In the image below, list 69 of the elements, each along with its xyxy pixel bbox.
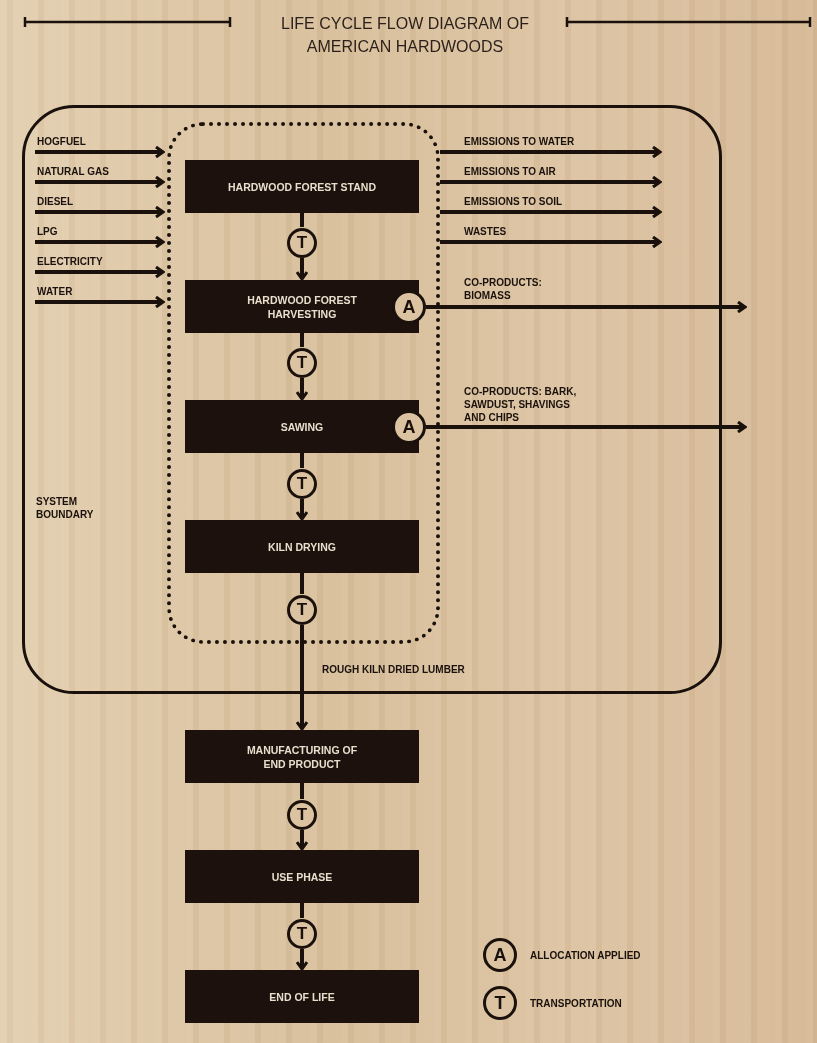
system-boundary <box>22 105 722 694</box>
arrow <box>35 175 165 189</box>
symbol-letter: T <box>296 234 308 252</box>
process-box <box>185 520 419 573</box>
arrow <box>35 205 165 219</box>
edge-label: DIESEL <box>37 195 75 208</box>
arrow <box>426 300 747 314</box>
symbol-circle <box>483 938 517 972</box>
edge-label: WATER <box>37 285 74 298</box>
edge-label: ROUGH KILN DRIED LUMBER <box>322 663 466 676</box>
arrow <box>295 499 309 521</box>
edge-label: ELECTRICITY <box>37 255 104 268</box>
edge-label: LPG <box>37 225 59 238</box>
symbol-circle <box>287 800 317 830</box>
edge-label: HOGFUEL <box>37 135 87 148</box>
symbol-circle <box>287 595 317 625</box>
process-label: MANUFACTURING OF END PRODUCT <box>245 742 359 771</box>
arrow <box>35 295 165 309</box>
symbol-letter: T <box>296 354 308 372</box>
process-label: SAWING <box>279 419 325 434</box>
edge-label: WASTES <box>464 225 508 238</box>
process-label: USE PHASE <box>270 869 334 884</box>
arrow <box>35 235 165 249</box>
arrow <box>295 830 309 851</box>
arrow <box>295 258 309 281</box>
process-box <box>185 160 419 213</box>
symbol-circle <box>287 348 317 378</box>
symbol-letter: A <box>402 298 416 316</box>
boundary-label: SYSTEM BOUNDARY <box>36 495 95 521</box>
symbol-letter: A <box>493 946 507 964</box>
edge-label: NATURAL GAS <box>37 165 110 178</box>
arrow <box>440 205 662 219</box>
edge-label: EMISSIONS TO WATER <box>464 135 576 148</box>
process-label: HARDWOOD FOREST STAND <box>227 179 377 194</box>
arrow <box>440 235 662 249</box>
process-box <box>185 970 419 1023</box>
symbol-circle <box>287 919 317 949</box>
arrow <box>426 420 747 434</box>
edge-label: EMISSIONS TO AIR <box>464 165 557 178</box>
diagram-title: LIFE CYCLE FLOW DIAGRAM OF AMERICAN HARDWOODS <box>280 14 530 57</box>
symbol-letter: T <box>494 994 506 1012</box>
edge-label: EMISSIONS TO SOIL <box>464 195 564 208</box>
symbol-caption: TRANSPORTATION <box>530 997 622 1010</box>
process-label: END OF LIFE <box>268 989 336 1004</box>
symbol-letter: T <box>296 475 308 493</box>
arrow <box>35 145 165 159</box>
edge-label: CO-PRODUCTS: BARK, SAWDUST, SHAVINGS AND CHIPS <box>464 385 578 424</box>
symbol-letter: T <box>296 806 308 824</box>
process-label: KILN DRYING <box>267 539 337 554</box>
symbol-circle <box>287 469 317 499</box>
process-box <box>185 400 419 453</box>
symbol-letter: T <box>296 925 308 943</box>
symbol-letter: A <box>402 418 416 436</box>
symbol-circle <box>287 228 317 258</box>
process-box <box>185 730 419 783</box>
arrow <box>295 949 309 971</box>
arrow <box>295 378 309 401</box>
edge-label: CO-PRODUCTS: BIOMASS <box>464 276 543 302</box>
arrow <box>35 265 165 279</box>
process-box <box>185 850 419 903</box>
symbol-caption: ALLOCATION APPLIED <box>530 949 641 962</box>
arrow <box>295 625 309 731</box>
arrow <box>440 175 662 189</box>
arrow <box>440 145 662 159</box>
process-box <box>185 280 419 333</box>
symbol-circle <box>483 986 517 1020</box>
process-label: HARDWOOD FOREST HARVESTING <box>246 292 358 321</box>
process-boundary <box>167 122 440 644</box>
symbol-letter: T <box>296 601 308 619</box>
